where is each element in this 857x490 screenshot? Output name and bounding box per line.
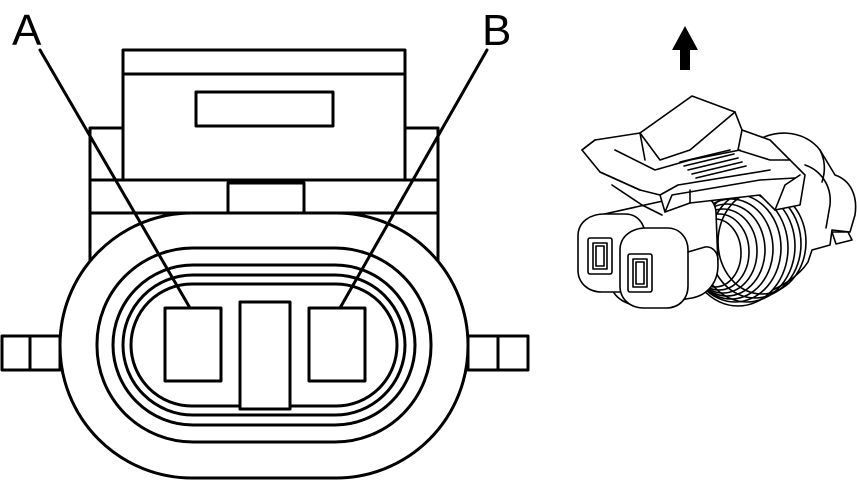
center-key	[238, 300, 292, 411]
pin-label-b: B	[482, 6, 511, 55]
front-housing	[577, 193, 719, 309]
leader-line-a	[38, 48, 192, 310]
locking-latch	[581, 95, 806, 216]
locking-tab	[121, 48, 407, 215]
side-lug-right	[466, 334, 530, 372]
connector-end-view: A B	[0, 6, 530, 480]
leader-line-b	[338, 48, 489, 310]
side-lug-left	[0, 334, 62, 372]
terminal-cavity-b	[307, 306, 367, 383]
connector-3d-view	[577, 95, 857, 309]
up-arrow-icon	[672, 26, 698, 70]
terminal-cavity-a	[163, 306, 223, 383]
pin-label-a: A	[12, 6, 42, 55]
